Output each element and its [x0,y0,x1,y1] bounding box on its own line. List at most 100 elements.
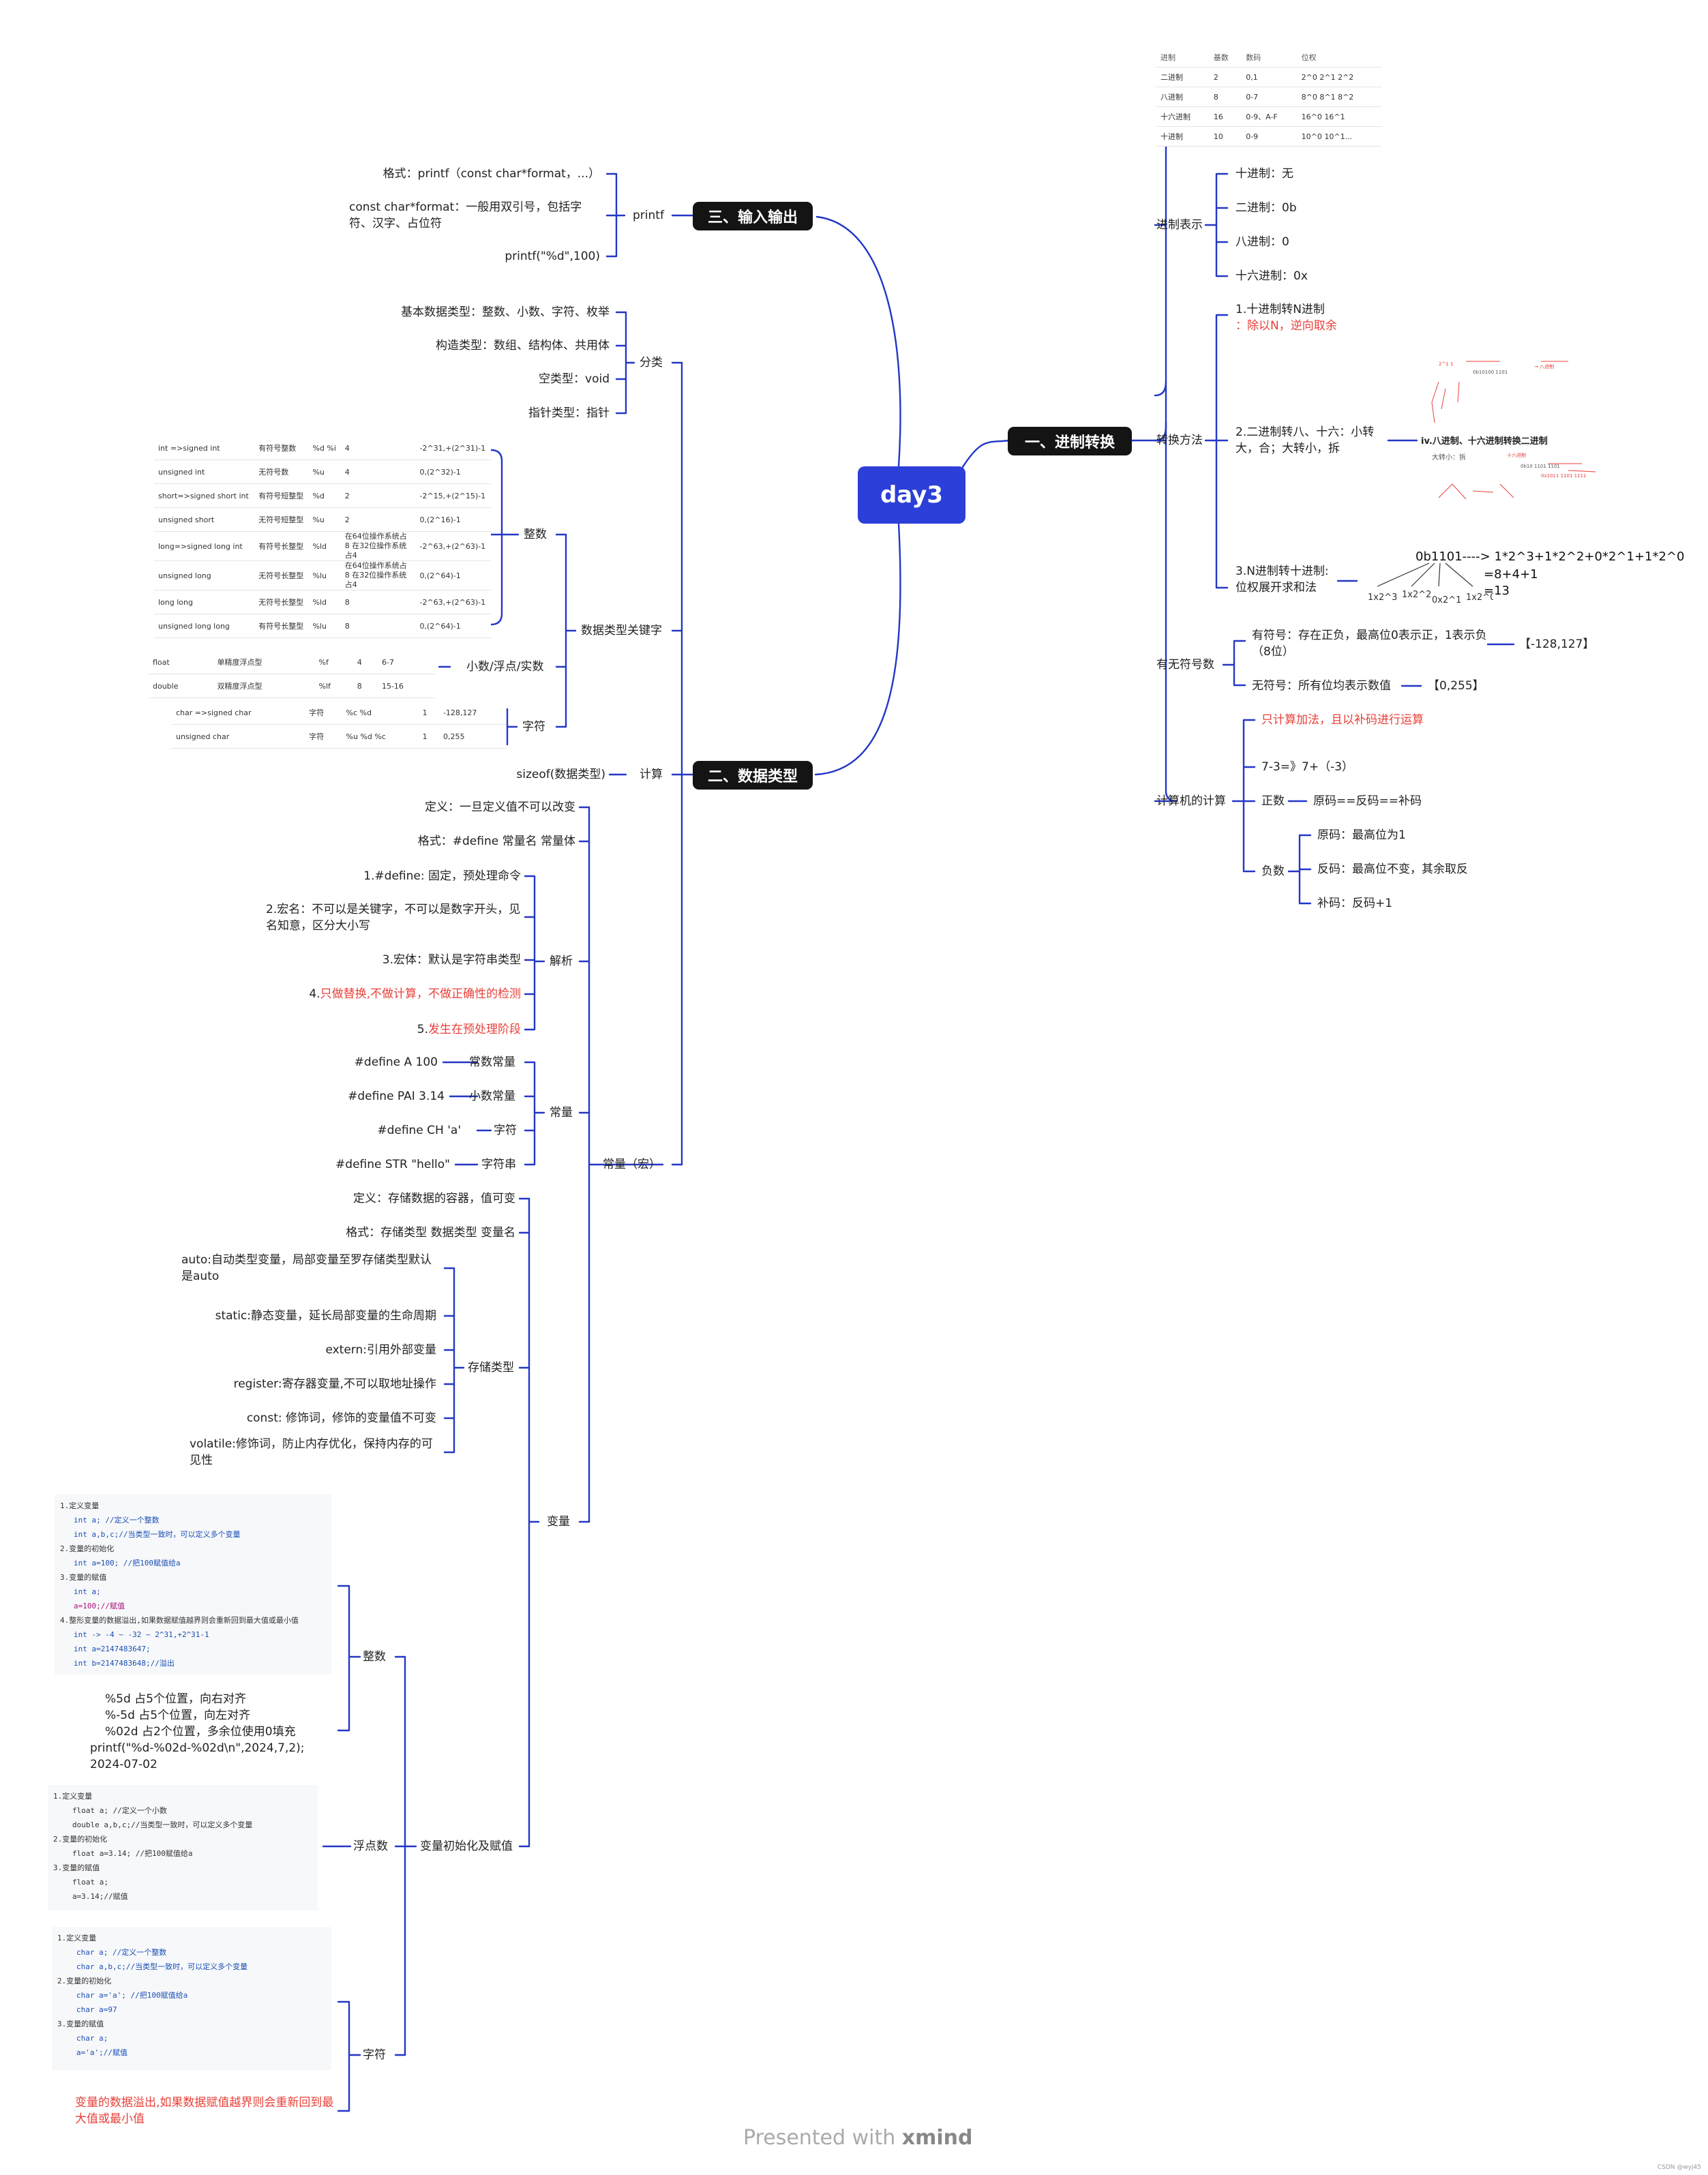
table-cell: 十六进制 [1156,106,1210,127]
table-cell: unsigned char [172,724,305,749]
table-cell: long long [154,590,255,614]
table-cell: %d [308,483,341,508]
variable-format[interactable]: 格式：存储类型 数据类型 变量名 [346,1226,515,1240]
printf-example[interactable]: printf("%d",100) [505,250,600,263]
storage-register[interactable]: register:寄存器变量,不可以取地址操作 [233,1377,436,1391]
category-basic[interactable]: 基本数据类型：整数、小数、字符、枚举 [401,305,610,319]
branch-base-conversion[interactable]: 一、进制转换 [1008,427,1132,455]
init-char-label[interactable]: 字符 [363,2048,386,2062]
constant-float-label[interactable]: 小数常量 [469,1090,515,1103]
category-void[interactable]: 空类型：void [539,372,610,386]
printf-format-desc[interactable]: const char*format：一般用双引号，包括字符、汉字、占位符 [349,200,582,230]
float-label[interactable]: 小数/浮点/实数 [466,660,544,674]
constant-label[interactable]: 常量 [550,1106,573,1120]
negative-item-ones[interactable]: 反码：最高位不变，其余取反 [1317,862,1468,876]
signed-text[interactable]: 有符号：存在正负，最高位0表示正，1表示负（8位） [1252,629,1487,659]
storage-auto[interactable]: auto:自动类型变量，局部变量至罗存储类型默认是auto [181,1253,432,1283]
repr-octal[interactable]: 八进制：0 [1235,235,1289,249]
svg-text:1x2^3: 1x2^3 [1368,592,1397,603]
int-label[interactable]: 整数 [524,528,547,541]
table-cell: 0,(2^32)-1 [415,460,491,484]
table-cell: int =>signed int [154,436,255,460]
table-cell: 基数 [1209,48,1242,68]
unsigned-text[interactable]: 无符号：所有位均表示数值 [1252,679,1391,693]
repr-decimal[interactable]: 十进制：无 [1235,167,1293,181]
constant-int-example[interactable]: #define A 100 [354,1055,438,1069]
constant-char-label[interactable]: 字符 [494,1124,517,1137]
constant-string-example[interactable]: #define STR "hello" [335,1158,450,1171]
variable-definition[interactable]: 定义：存储数据的容器，值可变 [353,1192,515,1205]
positive-item[interactable]: 原码==反码==补码 [1313,794,1422,808]
calc-note[interactable]: 只计算加法，且以补码进行运算 [1261,713,1424,727]
category-construct[interactable]: 构造类型：数组、结构体、共用体 [436,339,610,352]
init-assign-label[interactable]: 变量初始化及赋值 [420,1840,513,1853]
type-keyword-label[interactable]: 数据类型关键字 [581,624,662,638]
init-float-label[interactable]: 浮点数 [353,1840,388,1853]
repr-binary[interactable]: 二进制：0b [1235,201,1297,215]
const-definition[interactable]: 定义：一旦定义值不可以改变 [425,800,575,814]
negative-item-original[interactable]: 原码：最高位为1 [1317,828,1406,842]
storage-extern[interactable]: extern:引用外部变量 [325,1343,436,1357]
table-cell: 有符号短整型 [254,483,309,508]
category-pointer[interactable]: 指针类型：指针 [528,406,610,420]
table-cell: 字符 [305,701,342,725]
negative-item-twos[interactable]: 补码：反码+1 [1317,897,1393,910]
table-cell: %lf [314,674,353,698]
constant-string-label[interactable]: 字符串 [481,1158,516,1171]
sign-label[interactable]: 有无符号数 [1156,658,1214,672]
parse-item-4[interactable]: 4.只做替换,不做计算，不做正确性的检测 [259,986,521,1002]
printf-format[interactable]: 格式：printf（const char*format，...） [383,167,600,181]
char-label[interactable]: 字符 [522,720,545,734]
sizeof-text[interactable]: sizeof(数据类型) [516,768,605,781]
conv1-highlight: ：除以N，逆向取余 [1235,319,1337,333]
table-cell: 有符号整数 [254,436,309,460]
negative-label[interactable]: 负数 [1261,865,1285,878]
table-cell: 有符号长整型 [254,531,309,561]
calc-label[interactable]: 计算机的计算 [1156,794,1226,808]
parse-item-5[interactable]: 5.发生在预处理阶段 [259,1021,521,1038]
storage-volatile[interactable]: volatile:修饰词，防止内存优化，保持内存的可见性 [190,1437,433,1467]
calc-branch-label[interactable]: 计算 [640,768,663,781]
init-int-label[interactable]: 整数 [363,1650,386,1664]
storage-const[interactable]: const: 修饰词，修饰的变量值不可变 [246,1411,436,1425]
positive-label[interactable]: 正数 [1261,794,1285,808]
table-cell: long=>signed long int [154,531,255,561]
branch-data-types[interactable]: 二、数据类型 [693,761,813,790]
conv2-text[interactable]: 2.二进制转八、十六：小转大，合；大转小，拆 [1235,425,1375,455]
parse-item-2[interactable]: 2.宏名：不可以是关键字，不可以是数字开头，见名知意，区分大小写 [266,903,521,933]
table-cell: 0,255 [438,724,506,749]
constant-char-example[interactable]: #define CH 'a' [377,1124,461,1137]
branch-io[interactable]: 三、输入输出 [693,202,813,230]
conv3-text[interactable]: 3.N进制转十进制:位权展开求和法 [1235,565,1329,595]
table-cell: 无符号数 [254,460,309,484]
conv-label[interactable]: 转换方法 [1156,434,1203,447]
constant-float-example[interactable]: #define PAI 3.14 [348,1090,445,1103]
calc-example[interactable]: 7-3=》7+（-3） [1261,760,1354,774]
table-cell: 进制 [1156,48,1210,68]
parse-label[interactable]: 解析 [550,955,573,968]
conv3-handwritten-line1: 0b1101----> 1*2^3+1*2^2+0*2^1+1*2^0 [1415,550,1685,564]
conv1-text[interactable]: 1.十进制转N进制 [1235,303,1325,316]
parse-item-1[interactable]: 1.#define: 固定，预处理命令 [363,869,521,883]
repr-hex[interactable]: 十六进制：0x [1235,269,1308,283]
repr-label[interactable]: 进制表示 [1156,218,1203,232]
category-label[interactable]: 分类 [640,356,663,370]
storage-static[interactable]: static:静态变量，延长局部变量的生命周期 [215,1309,436,1323]
variable-label[interactable]: 变量 [547,1515,570,1529]
fmt-line-3: %02d 占2个位置，多余位使用0填充 [105,1725,296,1739]
int-code-block: 1.定义变量 int a; //定义一个整数 int a,b,c;//当类型一致… [55,1495,331,1675]
constant-int-label[interactable]: 常数常量 [469,1055,515,1069]
table-cell: 0-9、A-F [1242,106,1298,127]
table-cell: 有符号长整型 [254,614,309,638]
const-format[interactable]: 格式：#define 常量名 常量体 [417,835,575,848]
printf-label[interactable]: printf [633,209,664,222]
storage-label[interactable]: 存储类型 [468,1361,514,1375]
parse-item-3[interactable]: 3.宏体：默认是字符串类型 [382,953,521,967]
root-node[interactable]: day3 [858,466,965,524]
const-macro-label[interactable]: 常量（宏） [603,1158,661,1171]
